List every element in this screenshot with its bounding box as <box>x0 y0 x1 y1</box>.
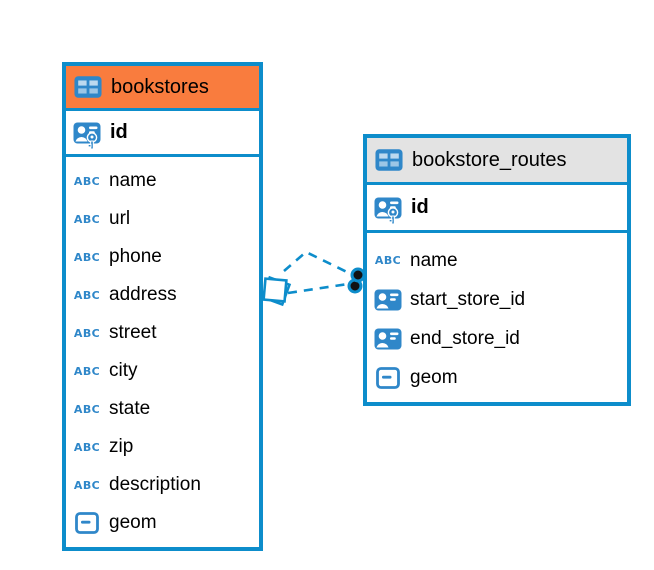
relationship-line-lower <box>287 282 349 295</box>
text-type-icon: ABC <box>73 288 101 302</box>
foreign-key-icon <box>374 289 402 311</box>
text-type-icon: ABC <box>374 254 402 267</box>
table-bookstore-routes-header[interactable]: bookstore_routes <box>367 138 627 185</box>
column-row[interactable]: geom <box>66 504 259 542</box>
table-icon <box>375 148 403 172</box>
column-name: id <box>110 121 128 143</box>
column-name: city <box>109 360 138 381</box>
column-row[interactable]: ABC phone <box>66 238 259 276</box>
text-type-icon: ABC <box>73 364 101 378</box>
text-type-icon: ABC <box>73 402 101 416</box>
column-row[interactable]: ABC description <box>66 466 259 504</box>
column-name: start_store_id <box>410 288 526 310</box>
column-name: street <box>109 322 157 343</box>
text-type-icon: ABC <box>73 250 101 264</box>
table-title: bookstores <box>111 75 209 98</box>
column-name: phone <box>109 246 162 267</box>
text-type-icon: ABC <box>73 174 101 188</box>
column-row[interactable]: geom <box>367 358 627 397</box>
relationship-line-upper <box>283 250 350 275</box>
column-name: id <box>411 196 429 218</box>
relationship-source-marker <box>260 275 292 307</box>
relationship-target-marker <box>347 267 366 294</box>
table-title: bookstore_routes <box>412 148 567 171</box>
column-list: ABC name start_store_id <box>367 233 627 402</box>
table-icon <box>74 75 102 99</box>
text-type-icon: ABC <box>73 478 101 492</box>
column-row[interactable]: ABC city <box>66 352 259 390</box>
geometry-type-icon <box>73 512 101 534</box>
column-name: description <box>109 474 201 495</box>
column-row-pk[interactable]: id <box>367 185 627 233</box>
column-row[interactable]: ABC state <box>66 390 259 428</box>
table-bookstores-header[interactable]: bookstores <box>66 66 259 111</box>
column-list: ABC name ABC url ABC phone ABC address A… <box>66 157 259 547</box>
column-row[interactable]: ABC street <box>66 314 259 352</box>
primary-key-icon <box>73 116 101 150</box>
foreign-key-icon <box>374 328 402 350</box>
column-row[interactable]: ABC zip <box>66 428 259 466</box>
table-bookstores[interactable]: bookstores id <box>62 62 263 551</box>
table-bookstore-routes[interactable]: bookstore_routes id <box>363 134 631 406</box>
text-type-icon: ABC <box>73 212 101 226</box>
column-name: state <box>109 398 151 419</box>
column-name: name <box>410 249 458 271</box>
column-row[interactable]: end_store_id <box>367 319 627 358</box>
column-name: url <box>109 208 131 229</box>
primary-key-icon <box>374 191 402 225</box>
column-name: address <box>109 284 177 305</box>
column-name: geom <box>410 366 458 388</box>
column-row[interactable]: start_store_id <box>367 280 627 319</box>
column-row-pk[interactable]: id <box>66 111 259 157</box>
column-row[interactable]: ABC name <box>367 241 627 280</box>
column-name: geom <box>109 512 157 533</box>
text-type-icon: ABC <box>73 440 101 454</box>
geometry-type-icon <box>374 366 402 389</box>
text-type-icon: ABC <box>73 326 101 340</box>
column-name: end_store_id <box>410 327 520 349</box>
column-name: name <box>109 170 157 191</box>
column-name: zip <box>109 436 134 457</box>
column-row[interactable]: ABC url <box>66 200 259 238</box>
column-row[interactable]: ABC name <box>66 162 259 200</box>
column-row[interactable]: ABC address <box>66 276 259 314</box>
